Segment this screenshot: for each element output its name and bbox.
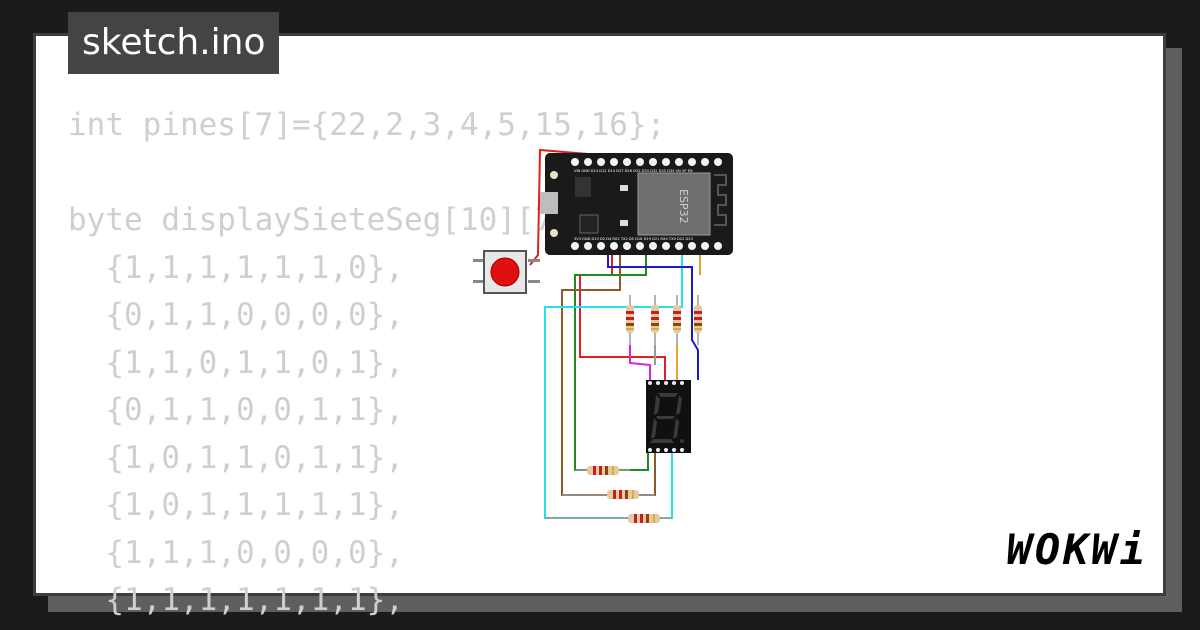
code-line: {1,1,1,0,0,0,0}, [68, 534, 404, 571]
esp32-module [637, 172, 711, 236]
code-line: {1,1,1,1,1,1,0}, [68, 249, 404, 286]
bottom-pin-labels: 3V3 GND D15 D2 D4 RX2 TX2 D5 D18 D19 D21… [574, 237, 693, 241]
resistor [673, 295, 681, 345]
pushbutton[interactable] [473, 250, 540, 294]
wokwi-logo: WOKWi [1006, 525, 1148, 574]
code-line: {1,0,1,1,1,1,1}, [68, 487, 404, 523]
wire-magenta [629, 345, 651, 380]
circuit-diagram: VIN GND D13 D12 D14 D27 D26 D25 D33 D32 … [473, 148, 733, 523]
code-line: {0,1,1,0,0,1,1}, [68, 392, 404, 428]
file-tab[interactable]: sketch.ino [68, 12, 280, 74]
wire-blue [607, 250, 699, 380]
led-icon [550, 171, 558, 179]
resistor [626, 295, 634, 345]
resistor [562, 490, 655, 499]
antenna-trace [714, 174, 727, 226]
wire-red [579, 250, 666, 380]
wire-brown [561, 250, 656, 496]
preview-card: int pines[7]={22,2,3,4,5,15,16};byte dis… [33, 33, 1166, 618]
seven-segment-display [646, 380, 691, 453]
resistor [575, 466, 630, 475]
code-line: {1,1,0,1,1,0,1}, [68, 344, 404, 381]
resistor [694, 295, 702, 345]
button-en [620, 220, 628, 226]
board-pin-headers [571, 158, 722, 250]
segment-icon [650, 393, 684, 443]
code-line: {1,0,1,1,0,1,1}, [68, 439, 404, 476]
chip-label: ESP32 [677, 189, 690, 224]
button-cap-icon [490, 257, 520, 287]
led-icon [550, 229, 558, 237]
wire-cyan [544, 250, 683, 519]
code-preview: int pines[7]={22,2,3,4,5,15,16};byte dis… [68, 102, 665, 625]
resistor [651, 295, 659, 345]
code-line: {0,1,1,0,0,0,0}, [68, 297, 404, 333]
button-boot [620, 185, 628, 191]
top-pin-labels: VIN GND D13 D12 D14 D27 D26 D25 D33 D32 … [574, 169, 693, 173]
wire-green [574, 250, 649, 471]
code-line: {1,1,1,1,1,1,1}, [68, 582, 404, 618]
code-line: int pines[7]={22,2,3,4,5,15,16}; [68, 107, 666, 143]
usb-port [540, 192, 558, 214]
ic-chip [579, 214, 599, 234]
resistor [545, 514, 672, 523]
regulator-chip [575, 177, 591, 197]
